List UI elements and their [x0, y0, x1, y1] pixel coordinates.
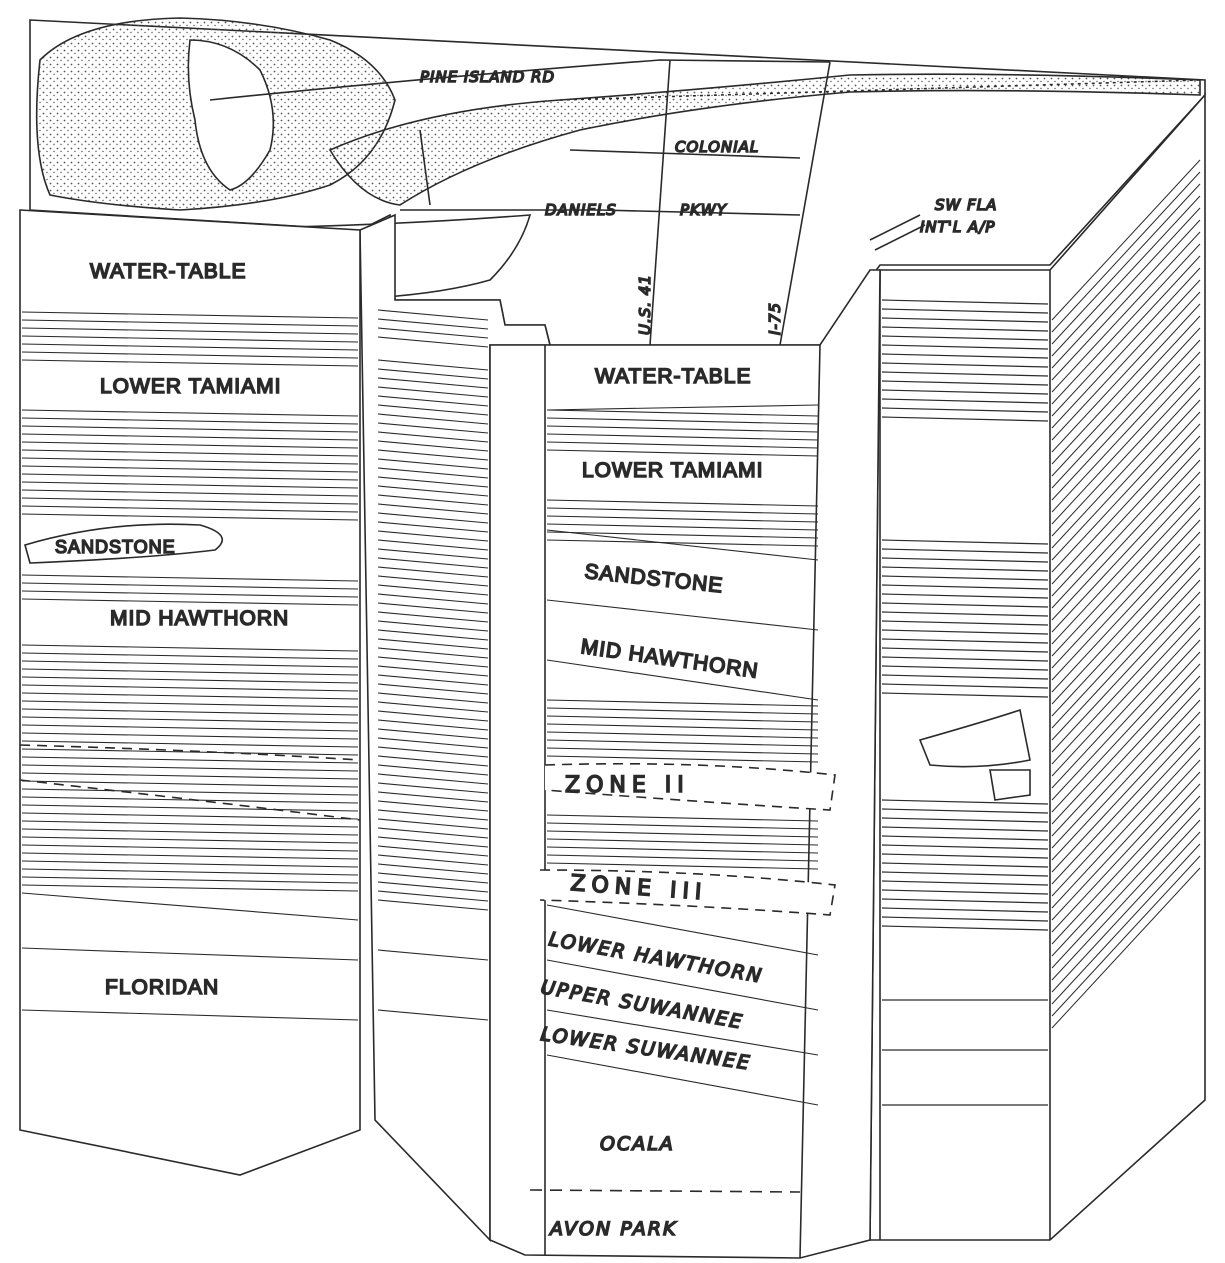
left-label-floridan: FLORIDAN	[105, 976, 219, 999]
label-airport-1: SW FLA	[935, 196, 997, 214]
label-pine-island-rd: PINE ISLAND RD	[420, 68, 555, 86]
left-label-lower-tamiami: LOWER TAMIAMI	[100, 375, 281, 398]
left-block: WATER-TABLE LOWER TAMIAMI SANDSTONE MID …	[20, 210, 360, 1175]
right-side-face	[870, 95, 1205, 1240]
left-label-sandstone: SANDSTONE	[55, 537, 176, 557]
label-airport-2: INT'L A/P	[920, 218, 995, 236]
label-i75: I-75	[766, 302, 784, 335]
front-label-avon-park: AVON PARK	[548, 1218, 677, 1240]
front-label-zone-ii: ZONE II	[565, 773, 690, 798]
label-daniels: DANIELS	[545, 201, 617, 219]
left-label-mid-hawthorn: MID HAWTHORN	[110, 607, 289, 630]
label-colonial: COLONIAL	[675, 138, 759, 156]
front-label-water-table: WATER-TABLE	[595, 365, 751, 388]
front-block: WATER-TABLE LOWER TAMIAMI SANDSTONE MID …	[490, 270, 880, 1258]
left-label-water-table: WATER-TABLE	[90, 260, 246, 283]
label-us41: U.S. 41	[636, 274, 654, 335]
label-pkwy: PKWY	[680, 201, 728, 219]
front-label-ocala: OCALA	[600, 1133, 675, 1155]
front-label-lower-tamiami: LOWER TAMIAMI	[582, 459, 763, 482]
